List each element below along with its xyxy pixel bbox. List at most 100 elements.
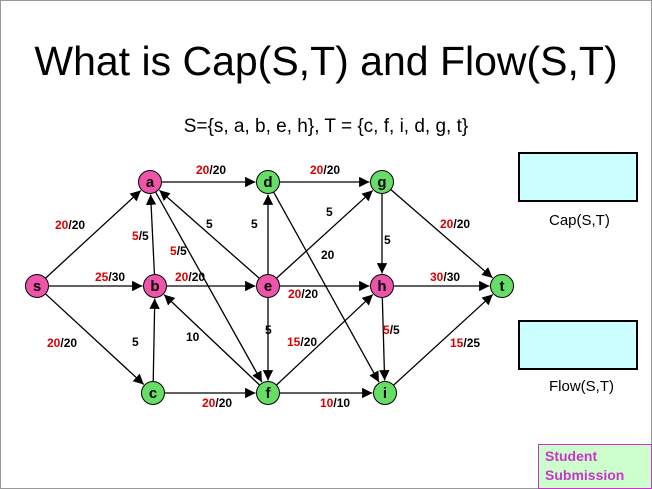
edge-a-f — [155, 191, 263, 383]
node-circle-s — [25, 274, 49, 298]
cap-answer-box[interactable] — [518, 152, 638, 202]
edge-label-e-g: 5 — [326, 205, 333, 219]
node-f: f — [256, 381, 280, 405]
node-circle-i — [373, 381, 397, 405]
flow-label: Flow(S,T) — [549, 378, 614, 395]
edge-capacity-f-i: 10 — [337, 396, 351, 410]
edge-flow-b-e: 20 — [175, 270, 189, 284]
edge-capacity-d-i: 20 — [321, 248, 335, 262]
node-d: d — [256, 170, 280, 194]
edge-i-t — [393, 293, 494, 386]
node-h: h — [370, 274, 394, 298]
edge-capacity-s-a: 20 — [72, 218, 86, 232]
node-b: b — [143, 274, 167, 298]
edge-label-f-b: 10 — [186, 330, 200, 344]
edge-flow-f-h: 15 — [287, 335, 301, 349]
edge-capacity-e-g: 5 — [326, 205, 333, 219]
edge-capacity-g-h: 5 — [384, 233, 391, 247]
edge-capacity-e-d: 5 — [251, 217, 258, 231]
edge-capacity-c-f: 20 — [219, 396, 233, 410]
edge-label-a-d: 20/20 — [196, 163, 226, 177]
flow-answer-box[interactable] — [518, 320, 638, 370]
edge-flow-f-i: 10 — [320, 396, 334, 410]
edge-capacity-f-b: 10 — [186, 330, 200, 344]
edge-label-h-i: 5/5 — [383, 323, 400, 337]
edge-f-b — [163, 294, 261, 386]
edge-capacity-a-f: 5 — [180, 244, 187, 258]
edge-capacity-i-t: 25 — [467, 336, 481, 350]
edge-d-i — [273, 191, 380, 383]
edge-flow-e-h: 20 — [288, 287, 302, 301]
node-label-t: t — [500, 278, 505, 295]
node-circle-h — [370, 274, 394, 298]
edge-flow-h-i: 5 — [383, 323, 390, 337]
node-label-d: d — [263, 174, 272, 191]
edge-flow-s-a: 20 — [55, 218, 69, 232]
edge-label-i-t: 15/25 — [450, 336, 480, 350]
node-t: t — [490, 274, 514, 298]
edge-label-f-i: 10/10 — [320, 396, 350, 410]
edge-h-i — [379, 297, 390, 381]
edge-capacity-f-h: 20 — [304, 335, 318, 349]
edge-flow-a-d: 20 — [196, 163, 210, 177]
node-label-e: e — [264, 278, 272, 295]
edge-label-b-e: 20/20 — [175, 270, 205, 284]
edge-s-c — [45, 293, 145, 386]
node-s: s — [25, 274, 49, 298]
edge-flow-b-a: 5 — [132, 229, 139, 243]
student-submission-button[interactable]: Student Submission — [538, 444, 652, 489]
edge-label-s-c: 20/20 — [47, 336, 77, 350]
node-circle-g — [370, 170, 394, 194]
node-label-a: a — [146, 174, 155, 191]
edge-label-h-t: 30/30 — [430, 270, 460, 284]
edge-label-d-g: 20/20 — [310, 163, 340, 177]
edge-capacity-g-t: 20 — [457, 217, 471, 231]
edge-label-e-h: 20/20 — [288, 287, 318, 301]
node-circle-d — [256, 170, 280, 194]
edge-capacity-a-d: 20 — [213, 163, 227, 177]
node-label-b: b — [150, 278, 159, 295]
edge-e-a — [158, 189, 260, 279]
edge-g-t — [390, 189, 493, 279]
edge-e-g — [276, 189, 374, 279]
edge-label-e-f: 5 — [265, 323, 272, 337]
edge-capacity-b-a: 5 — [142, 229, 149, 243]
node-circle-f — [256, 381, 280, 405]
edge-f-h — [275, 294, 374, 386]
node-c: c — [141, 381, 165, 405]
edge-c-b — [149, 298, 160, 382]
edge-capacity-h-i: 5 — [393, 323, 400, 337]
edge-label-e-d: 5 — [251, 217, 258, 231]
edge-flow-s-c: 20 — [47, 336, 61, 350]
node-label-s: s — [33, 278, 41, 295]
node-circle-e — [256, 274, 280, 298]
node-circle-c — [141, 381, 165, 405]
edge-flow-s-b: 25 — [95, 270, 109, 284]
edge-flow-g-t: 20 — [440, 217, 454, 231]
edge-label-c-b: 5 — [132, 335, 139, 349]
edge-label-g-h: 5 — [384, 233, 391, 247]
node-label-c: c — [149, 385, 157, 402]
edge-flow-c-f: 20 — [202, 396, 216, 410]
edge-b-a — [145, 194, 157, 275]
node-circle-b — [143, 274, 167, 298]
cap-label: Cap(S,T) — [549, 212, 610, 229]
node-label-g: g — [377, 174, 386, 191]
edge-capacity-c-b: 5 — [132, 335, 139, 349]
edge-capacity-h-t: 30 — [447, 270, 461, 284]
edge-flow-d-g: 20 — [310, 163, 324, 177]
node-label-h: h — [377, 278, 386, 295]
edge-label-f-h: 15/20 — [287, 335, 317, 349]
edge-label-b-a: 5/5 — [132, 229, 149, 243]
edge-flow-a-f: 5 — [170, 244, 177, 258]
edge-flow-i-t: 15 — [450, 336, 464, 350]
node-label-f: f — [266, 385, 272, 402]
slide-title: What is Cap(S,T) and Flow(S,T) — [34, 38, 618, 84]
edge-label-d-i: 20 — [321, 248, 335, 262]
edge-capacity-e-a: 5 — [206, 217, 213, 231]
edge-label-s-a: 20/20 — [55, 218, 85, 232]
edge-s-a — [45, 189, 142, 279]
cut-definition: S={s, a, b, e, h}, T = {c, f, i, d, g, t… — [183, 116, 469, 137]
node-circle-t — [490, 274, 514, 298]
